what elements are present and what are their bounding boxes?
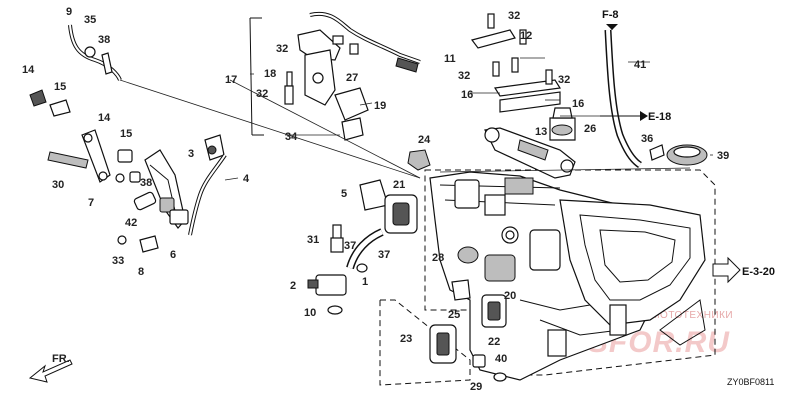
part-label-l32a: 32 <box>276 43 288 55</box>
part-label-l37a: 37 <box>344 240 356 252</box>
part-label-l34: 34 <box>285 131 298 143</box>
part-label-l42: 42 <box>125 217 137 229</box>
diagram-code: ZY0BF0811 <box>727 377 774 387</box>
part-label-l18: 18 <box>264 68 276 80</box>
part-label-l25: 25 <box>448 309 460 321</box>
harness-bracket-group <box>249 11 421 141</box>
part-label-l39: 39 <box>717 150 729 162</box>
bracket-plates <box>470 13 562 113</box>
shift-arm-assembly <box>484 107 576 179</box>
subassembly-frames <box>379 169 716 386</box>
ref-f8: F-8 <box>602 9 619 30</box>
part-label-l38b: 38 <box>140 177 152 189</box>
part-label-l11: 11 <box>444 53 456 65</box>
part-label-l8: 8 <box>138 266 144 278</box>
svg-text:FR.: FR. <box>52 353 70 365</box>
part-label-l41: 41 <box>634 59 646 71</box>
part-label-l15b: 15 <box>120 128 132 140</box>
part-label-l10: 10 <box>304 307 316 319</box>
part-label-l36: 36 <box>641 133 653 145</box>
svg-text:E-3-20: E-3-20 <box>742 266 775 278</box>
part-label-l28: 28 <box>432 252 444 264</box>
part-label-l4: 4 <box>243 173 250 185</box>
part-label-l20: 20 <box>504 290 516 302</box>
lower-cover-housing <box>429 171 706 381</box>
svg-text:F-8: F-8 <box>602 9 619 21</box>
part-label-l32c: 32 <box>508 10 520 22</box>
part-label-l16b: 16 <box>572 98 584 110</box>
part-label-l9: 9 <box>66 6 72 18</box>
part-label-l3: 3 <box>188 148 194 160</box>
hose-and-grommet <box>604 29 708 168</box>
part-label-l14a: 14 <box>22 64 35 76</box>
part-label-l1: 1 <box>362 276 368 288</box>
part-label-l35: 35 <box>84 14 96 26</box>
part-label-l32e: 32 <box>558 74 570 86</box>
part-label-l38a: 38 <box>98 34 110 46</box>
part-label-l24: 24 <box>418 134 431 146</box>
part-label-l27: 27 <box>346 72 358 84</box>
lower-parts <box>429 254 516 382</box>
middle-parts <box>307 149 479 315</box>
part-label-l7: 7 <box>88 197 94 209</box>
part-label-l30: 30 <box>52 179 64 191</box>
part-labels: 9 35 38 14 15 14 15 30 7 38 42 33 8 6 3 … <box>22 6 729 393</box>
part-label-l40: 40 <box>495 353 507 365</box>
part-label-l14b: 14 <box>98 112 111 124</box>
part-label-l29: 29 <box>470 381 482 393</box>
part-label-l15a: 15 <box>54 81 66 93</box>
part-label-l6: 6 <box>170 249 176 261</box>
part-label-l31: 31 <box>307 234 319 246</box>
part-label-l13: 13 <box>535 126 547 138</box>
ref-e18: E-18 <box>600 111 671 123</box>
part-label-l33: 33 <box>112 255 124 267</box>
part-label-l37b: 37 <box>378 249 390 261</box>
ref-e320: E-3-20 <box>712 256 775 284</box>
part-label-l2: 2 <box>290 280 296 292</box>
part-label-l5: 5 <box>341 188 347 200</box>
part-label-l17: 17 <box>225 74 237 86</box>
part-label-l32d: 32 <box>458 70 470 82</box>
part-label-l12: 12 <box>520 30 532 42</box>
linkage-upper-left <box>29 24 122 117</box>
part-label-l26: 26 <box>584 123 596 135</box>
part-label-l16a: 16 <box>461 89 473 101</box>
leader-lines <box>119 57 713 181</box>
linkage-left <box>47 129 227 253</box>
part-label-l23: 23 <box>400 333 412 345</box>
part-label-l19: 19 <box>374 100 386 112</box>
part-label-l21: 21 <box>393 179 405 191</box>
front-arrow-icon: FR. <box>28 353 73 383</box>
part-label-l22: 22 <box>488 336 500 348</box>
part-label-l32b: 32 <box>256 88 268 100</box>
svg-text:E-18: E-18 <box>648 111 671 123</box>
